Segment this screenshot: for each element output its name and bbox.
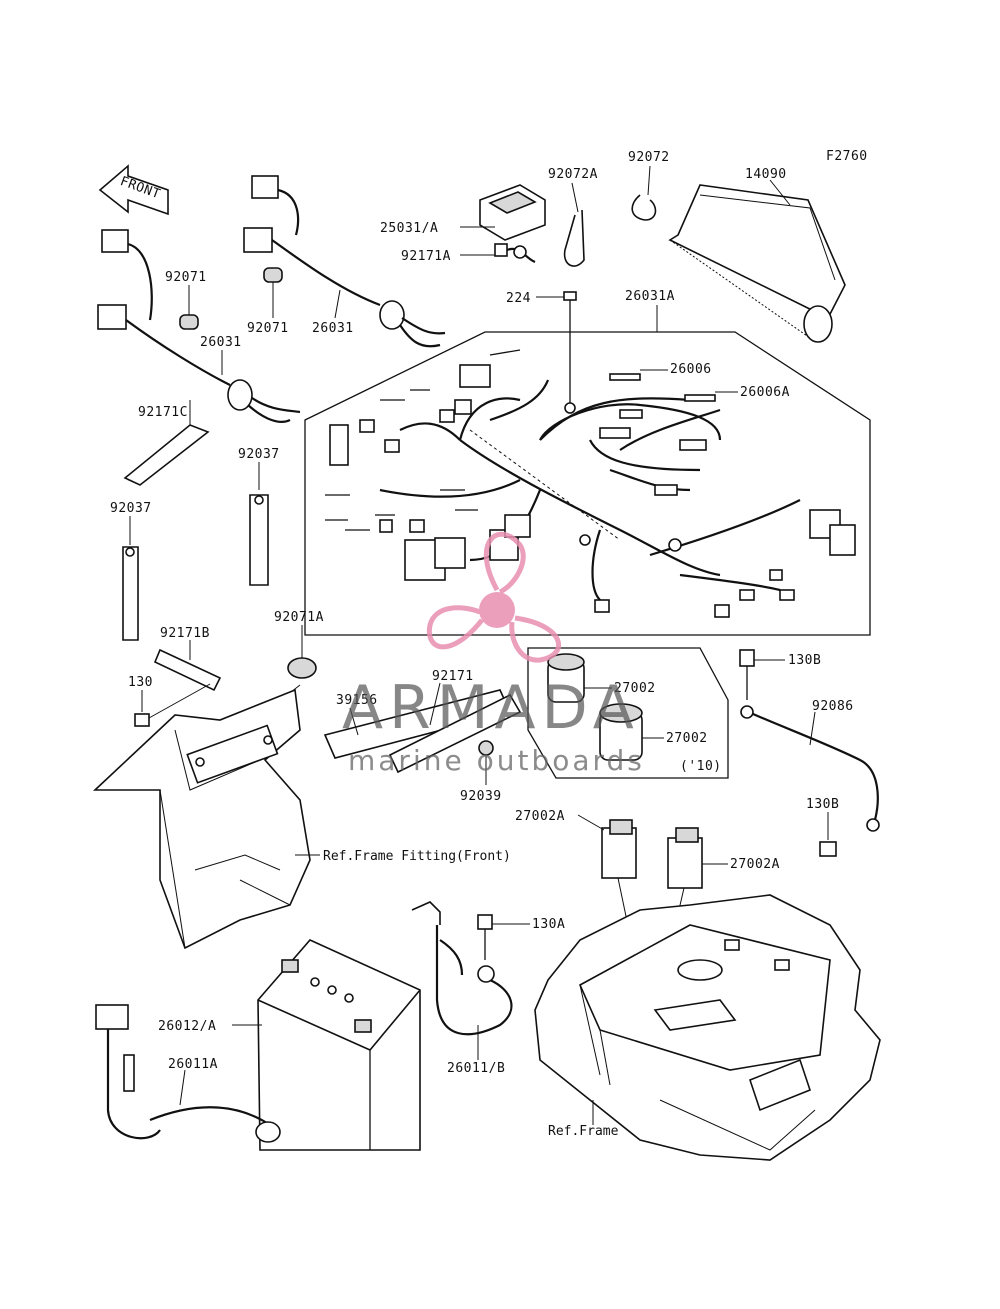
label-year-10: ('10) xyxy=(680,759,722,774)
label-26006: 26006 xyxy=(670,362,712,377)
label-26011A: 26011A xyxy=(168,1057,218,1072)
relay-27002-lower xyxy=(599,703,643,761)
clamp-92171C xyxy=(123,424,210,486)
label-25031A: 25031/A xyxy=(380,221,438,236)
label-26031-upper: 26031 xyxy=(312,321,354,336)
label-130A: 130A xyxy=(532,917,565,932)
bolt-130B-top xyxy=(739,649,755,700)
rear-frame xyxy=(534,894,881,1161)
bolt-130 xyxy=(134,683,211,727)
frame-fitting-front xyxy=(92,688,311,950)
label-92171: 92171 xyxy=(432,669,474,684)
relay-box-27002 xyxy=(527,647,729,779)
battery-cable-26011B xyxy=(411,901,513,1036)
label-92071A: 92071A xyxy=(274,610,324,625)
watermark: ARMADA marine outboards xyxy=(342,531,645,777)
harness-26031-lower xyxy=(97,229,301,423)
label-39156: 39156 xyxy=(336,693,378,708)
label-224: 224 xyxy=(506,291,531,306)
label-27002-lower: 27002 xyxy=(666,731,708,746)
ref-frame: Ref.Frame xyxy=(548,1124,619,1139)
strap-92037-left xyxy=(122,546,139,641)
grommet-92071-upper xyxy=(263,267,283,283)
label-130B-top: 130B xyxy=(788,653,821,668)
watermark-tagline: marine outboards xyxy=(348,744,645,777)
label-26031A: 26031A xyxy=(625,289,675,304)
label-92171C: 92171C xyxy=(138,405,188,420)
harness-26031-upper xyxy=(243,175,446,348)
strap-92037-right xyxy=(249,494,269,586)
cover-14090 xyxy=(668,184,846,343)
label-27002A-left: 27002A xyxy=(515,809,565,824)
bolt-130B-bottom xyxy=(819,841,837,857)
relay-27002A-right xyxy=(667,827,703,941)
grommet-92071-lower xyxy=(179,314,199,330)
label-92037-right: 92037 xyxy=(238,447,280,462)
label-92072A: 92072A xyxy=(548,167,598,182)
label-92086: 92086 xyxy=(812,699,854,714)
ground-cable-92086 xyxy=(740,705,880,832)
bolt-224 xyxy=(563,291,577,414)
harness-box-26031A xyxy=(304,331,871,636)
grommet-92071A xyxy=(287,657,317,679)
battery-cable-26011A xyxy=(95,1004,281,1143)
relay-27002A-left xyxy=(601,819,637,946)
relay-27002-upper xyxy=(547,653,585,703)
label-92171A: 92171A xyxy=(401,249,451,264)
front-arrow-icon: FRONT xyxy=(98,164,169,216)
label-92071-lower: 92071 xyxy=(165,270,207,285)
propeller-logo-icon xyxy=(426,531,561,663)
ref-frame-fitting: Ref.Frame Fitting(Front) xyxy=(323,849,511,864)
label-130: 130 xyxy=(128,675,153,690)
nut-92039 xyxy=(478,740,494,756)
sub-harness-26006 xyxy=(539,373,722,496)
figure-code: F2760 xyxy=(826,149,868,164)
watermark-brand: ARMADA xyxy=(342,673,640,743)
label-26031-lower: 26031 xyxy=(200,335,242,350)
label-92171B: 92171B xyxy=(160,626,210,641)
label-92039: 92039 xyxy=(460,789,502,804)
fuse-box xyxy=(479,184,546,241)
label-27002-upper: 27002 xyxy=(614,681,656,696)
label-92037-left: 92037 xyxy=(110,501,152,516)
battery-26012A xyxy=(257,939,421,1151)
label-27002A-right: 27002A xyxy=(730,857,780,872)
clamp-92171B xyxy=(153,648,222,692)
label-92072: 92072 xyxy=(628,150,670,165)
main-harness xyxy=(325,349,856,618)
label-130B-bottom: 130B xyxy=(806,797,839,812)
part-92171A xyxy=(494,243,536,264)
label-26011B: 26011/B xyxy=(447,1061,505,1076)
label-26006A: 26006A xyxy=(740,385,790,400)
bracket-92171 xyxy=(388,693,522,774)
label-14090: 14090 xyxy=(745,167,787,182)
label-26012A: 26012/A xyxy=(158,1019,216,1034)
label-92071-upper: 92071 xyxy=(247,321,289,336)
bolt-130A xyxy=(477,914,493,960)
